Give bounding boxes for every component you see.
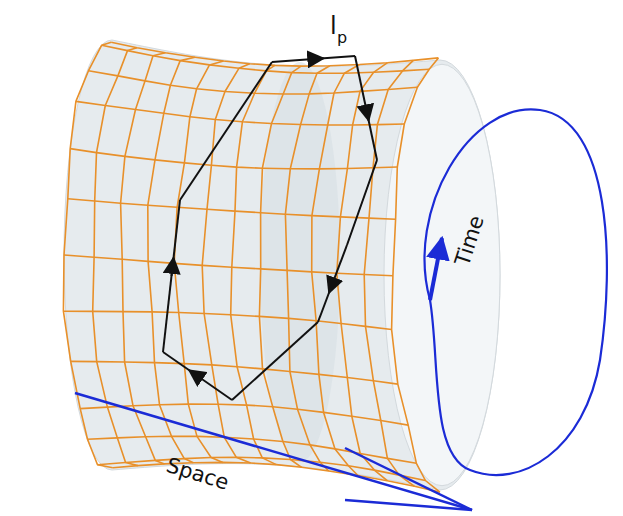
grid-line	[98, 457, 426, 480]
loop-arrow	[172, 258, 174, 276]
space-arrow	[75, 393, 472, 510]
lattice-spacing-symbol: l	[330, 14, 337, 38]
loop-link	[180, 62, 272, 200]
lattice-spacing-subscript: p	[337, 30, 347, 46]
grid-line	[68, 199, 396, 219]
grid-line	[113, 462, 440, 492]
grid-line	[64, 255, 393, 276]
grid-ring	[392, 58, 440, 492]
loop-arrow	[314, 57, 324, 60]
cylinder	[64, 40, 500, 490]
grid-line	[71, 361, 398, 384]
grid-line	[76, 101, 404, 125]
grid-line	[63, 311, 391, 329]
lattice-grid	[63, 42, 440, 492]
time-circle	[425, 109, 607, 475]
loop-link	[272, 56, 355, 62]
grid-ring	[202, 64, 251, 463]
grid-ring	[93, 48, 138, 466]
loop-arrow	[329, 284, 332, 293]
loop-link	[347, 160, 377, 245]
grid-line	[80, 404, 408, 425]
grid-line	[70, 149, 397, 169]
loop-link	[232, 322, 318, 400]
plaquette-loop	[163, 56, 377, 400]
grid-ring	[174, 61, 223, 462]
loop-link	[355, 56, 377, 160]
grid-line	[111, 42, 438, 66]
loop-link	[163, 200, 180, 352]
loop-arrow	[366, 108, 369, 120]
cylinder-body	[64, 40, 500, 490]
loop-link	[163, 352, 232, 400]
loop-arrow	[189, 370, 197, 376]
loop-link	[318, 245, 347, 322]
